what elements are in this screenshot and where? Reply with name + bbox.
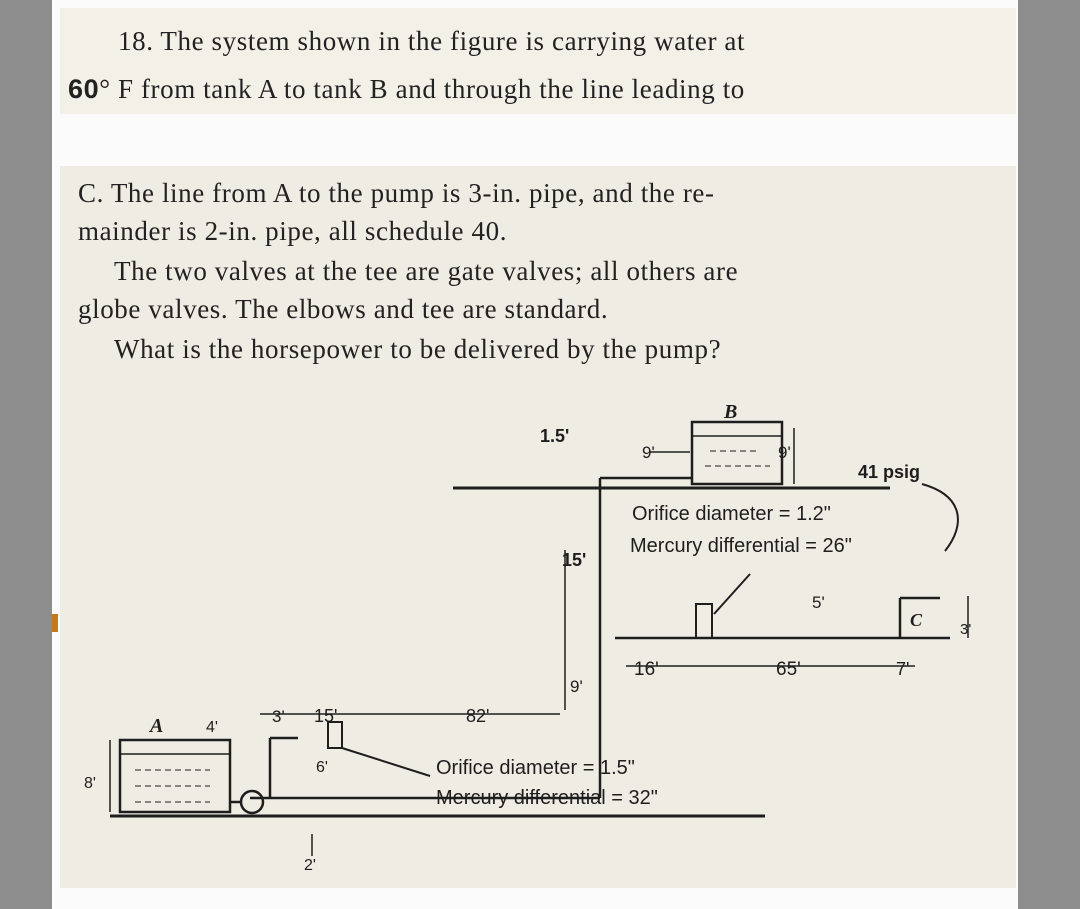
pump xyxy=(239,789,265,815)
point-c-label: C xyxy=(910,610,923,630)
dim-6: 6' xyxy=(316,759,328,776)
dim-4: 4' xyxy=(206,719,218,736)
tank-b xyxy=(690,420,784,486)
dim-3-right: 3' xyxy=(960,621,971,638)
temperature-value: 60 xyxy=(68,74,100,104)
problem-line-4: mainder is 2-in. pipe, all schedule 40. xyxy=(78,216,508,246)
upper-orifice-diameter: Orifice diameter = 1.2" xyxy=(632,503,831,525)
lower-orifice-diameter: Orifice diameter = 1.5" xyxy=(436,757,635,779)
edge-marker xyxy=(52,614,58,632)
dim-9-top: 9' xyxy=(642,443,655,462)
lower-mercury-differential: Mercury differential = 32" xyxy=(436,787,658,809)
dim-1-5: 1.5' xyxy=(540,426,569,446)
dim-3-left: 3' xyxy=(272,707,285,726)
problem-line-7: What is the horsepower to be delivered b… xyxy=(114,334,722,364)
problem-line-5: The two valves at the tee are gate valve… xyxy=(114,256,739,286)
dim-65: 65' xyxy=(776,659,801,680)
problem-line-6: globe valves. The elbows and tee are sta… xyxy=(78,294,609,324)
problem-line-2: 60° F from tank A to tank B and through … xyxy=(68,74,745,105)
dim-9-tank: 9' xyxy=(778,443,791,462)
dim-2: 2' xyxy=(304,857,316,874)
dim-5: 5' xyxy=(812,593,825,612)
dim-15-vertical: 15' xyxy=(562,550,586,570)
dim-15-horizontal: 15' xyxy=(314,706,337,726)
dim-8: 8' xyxy=(84,775,96,792)
pressure-tap-line xyxy=(921,483,959,552)
piping-system-diagram: B A C 1.5' 9' 9' 15' 9' 16' 65' 7' 5' 3'… xyxy=(84,401,971,874)
upper-orifice-manometer xyxy=(695,603,713,639)
tank-a-label: A xyxy=(148,715,163,737)
dim-16: 16' xyxy=(634,659,659,680)
problem-body-strip: C. The line from A to the pump is 3-in. … xyxy=(60,166,1016,888)
dim-7: 7' xyxy=(896,659,909,679)
tank-a xyxy=(118,738,232,814)
problem-line-2-text: ° F from tank A to tank B and through th… xyxy=(99,74,745,104)
upper-mercury-differential: Mercury differential = 26" xyxy=(630,535,852,557)
problem-line-1: 18. The system shown in the figure is ca… xyxy=(118,26,746,56)
pressure-label: 41 psig xyxy=(858,462,920,482)
lower-orifice-manometer xyxy=(327,721,343,749)
tank-b-label: B xyxy=(723,401,737,423)
dim-82: 82' xyxy=(466,706,489,726)
problem-header-strip: 18. The system shown in the figure is ca… xyxy=(60,8,1016,114)
problem-line-3: C. The line from A to the pump is 3-in. … xyxy=(78,178,715,208)
dim-9-vertical: 9' xyxy=(570,677,583,696)
